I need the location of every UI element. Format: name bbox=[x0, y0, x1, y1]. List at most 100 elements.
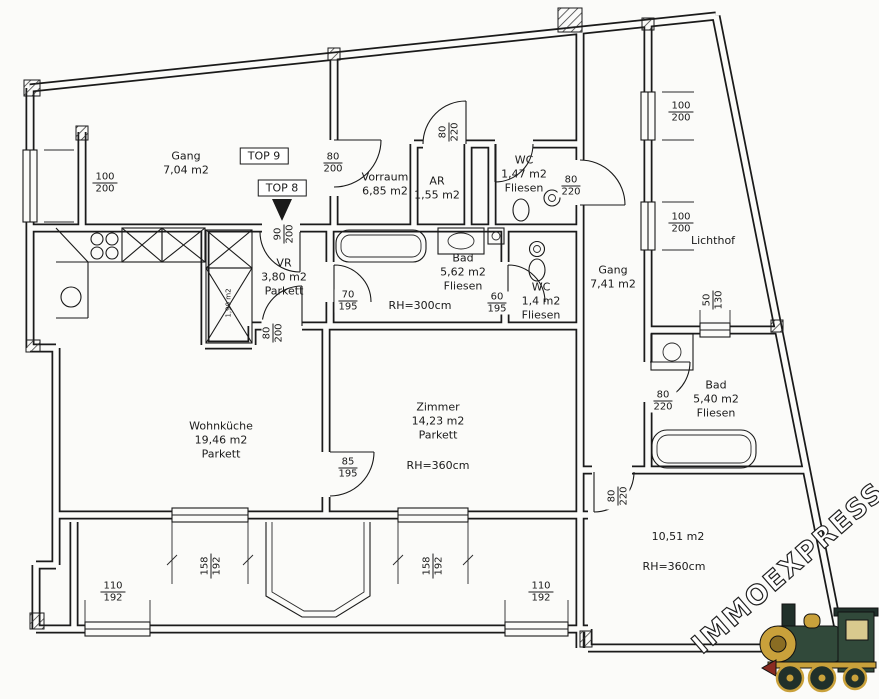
dim-width: 80 bbox=[261, 323, 274, 343]
fixtures-layer bbox=[55, 189, 757, 469]
room-floor: Parkett bbox=[418, 427, 458, 441]
dim-door-ar: 80 220 bbox=[437, 118, 461, 146]
room-area: 19,46 m2 bbox=[194, 433, 248, 447]
window-icon bbox=[22, 91, 731, 637]
room-label-bad-right: Bad 5,40 m2 Fliesen bbox=[693, 378, 739, 419]
dim-window-bottom-left: 110 192 bbox=[99, 580, 127, 604]
bathtub-icon bbox=[651, 429, 757, 469]
walls-layer bbox=[25, 11, 847, 653]
dim-window-facade-1: 158 192 bbox=[199, 552, 223, 580]
door-arc bbox=[261, 285, 303, 327]
room-name: Vorraum bbox=[361, 170, 409, 184]
room-area: 5,62 m2 bbox=[440, 265, 486, 279]
dim-height: 192 bbox=[103, 592, 123, 604]
dim-width: 60 bbox=[487, 292, 507, 304]
dim-width: 80 bbox=[561, 175, 581, 187]
dim-width: 100 bbox=[668, 101, 694, 113]
room-name: Bad bbox=[452, 251, 474, 265]
room-area: 3,80 m2 bbox=[261, 270, 307, 284]
dim-window-lichthof-1: 100 200 bbox=[667, 100, 695, 124]
room-name: VR bbox=[276, 256, 292, 270]
room-name: Bad bbox=[705, 378, 727, 392]
room-area: 5,40 m2 bbox=[693, 392, 739, 406]
room-height-zimmer: RH=360cm bbox=[407, 459, 470, 473]
room-name: Gang bbox=[171, 149, 201, 163]
washbasin-icon bbox=[437, 227, 505, 255]
unit-label-top9: TOP 9 bbox=[239, 147, 289, 165]
room-label-wc-mid: WC 1,4 m2 Fliesen bbox=[522, 280, 561, 321]
door-arc bbox=[329, 451, 375, 497]
room-label-gang-right: Gang 7,41 m2 bbox=[590, 263, 636, 291]
room-height-bottom-right: RH=360cm bbox=[643, 560, 706, 574]
dim-window-gang: 100 200 bbox=[91, 171, 119, 195]
room-area: 10,51 m2 bbox=[651, 530, 705, 544]
entrance-arrow-icon bbox=[272, 199, 292, 221]
dim-door-bad-right: 80 220 bbox=[649, 389, 677, 413]
door-arc bbox=[333, 139, 382, 188]
dim-width: 100 bbox=[92, 172, 118, 184]
dim-height: 200 bbox=[671, 112, 691, 124]
door-arc bbox=[579, 159, 626, 206]
dim-door-zimmer: 85 195 bbox=[334, 456, 362, 480]
dim-width: 80 bbox=[437, 122, 450, 142]
dim-width: 110 bbox=[100, 581, 126, 593]
dim-height: 130 bbox=[713, 290, 725, 310]
room-label-vorraum: Vorraum 6,85 m2 bbox=[362, 170, 409, 198]
train-logo-icon bbox=[759, 603, 879, 693]
dim-height: 192 bbox=[433, 556, 445, 576]
dim-width: 158 bbox=[421, 553, 434, 579]
dim-height: 220 bbox=[618, 486, 630, 506]
toilet-icon bbox=[528, 240, 546, 282]
room-area: 1,47 m2 bbox=[501, 167, 547, 181]
room-name: Wohnküche bbox=[189, 419, 253, 433]
dim-width: 80 bbox=[323, 152, 343, 164]
room-area: 7,04 m2 bbox=[163, 163, 209, 176]
room-floor: Parkett bbox=[201, 446, 241, 460]
room-area: 1,4 m2 bbox=[521, 294, 561, 308]
dim-door-top8: 90 200 bbox=[272, 220, 296, 248]
closet-label: 1,90 m2 bbox=[224, 288, 233, 318]
room-floor: Fliesen bbox=[504, 180, 544, 194]
room-label-lichthof: Lichthof bbox=[691, 234, 735, 248]
door-arc bbox=[333, 264, 372, 303]
doors-layer bbox=[259, 100, 691, 513]
dim-height: 192 bbox=[211, 556, 223, 576]
dim-width: 50 bbox=[701, 290, 714, 310]
dim-width: 80 bbox=[606, 486, 619, 506]
windows-layer bbox=[22, 91, 731, 637]
room-name: Gang bbox=[598, 263, 628, 277]
dim-height: 192 bbox=[531, 592, 551, 604]
room-label-wohnkueche: Wohnküche 19,46 m2 Parkett bbox=[189, 419, 253, 460]
room-area: 7,41 m2 bbox=[590, 277, 636, 290]
door-arc bbox=[259, 231, 301, 273]
door-arc bbox=[494, 143, 534, 183]
bay-window bbox=[265, 522, 371, 618]
dim-door-wc-mid: 60 195 bbox=[483, 291, 511, 315]
kitchen-counter-icon bbox=[55, 227, 206, 319]
bathtub-icon bbox=[335, 229, 427, 263]
dim-height: 195 bbox=[338, 468, 358, 480]
dim-door-bottom-right: 80 220 bbox=[606, 482, 630, 510]
dim-width: 110 bbox=[528, 581, 554, 593]
dim-height: 200 bbox=[671, 223, 691, 235]
dim-height: 200 bbox=[95, 183, 115, 195]
dim-door-vr: 80 200 bbox=[261, 319, 285, 347]
dim-door-wc-top: 80 220 bbox=[557, 174, 585, 198]
room-area: 1,55 m2 bbox=[414, 188, 460, 201]
room-name: AR bbox=[429, 174, 445, 188]
room-height: RH=300cm bbox=[388, 299, 452, 313]
dim-width: 80 bbox=[653, 390, 673, 402]
room-label-ar: AR 1,55 m2 bbox=[414, 174, 460, 202]
dim-door-bad-mid: 70 195 bbox=[334, 289, 362, 313]
room-label-wc-top: WC 1,47 m2 Fliesen bbox=[501, 153, 547, 194]
dim-width: 158 bbox=[199, 553, 212, 579]
door-arc bbox=[422, 100, 467, 145]
dim-window-lichthof-2: 100 200 bbox=[667, 211, 695, 235]
room-label-gang-top: Gang 7,04 m2 bbox=[163, 149, 209, 177]
room-height-bad-mid: RH=300cm bbox=[389, 299, 452, 313]
room-height: RH=360cm bbox=[406, 459, 470, 473]
room-area: 14,23 m2 bbox=[411, 414, 465, 428]
dim-height: 220 bbox=[653, 401, 673, 413]
dim-height: 195 bbox=[338, 301, 358, 313]
